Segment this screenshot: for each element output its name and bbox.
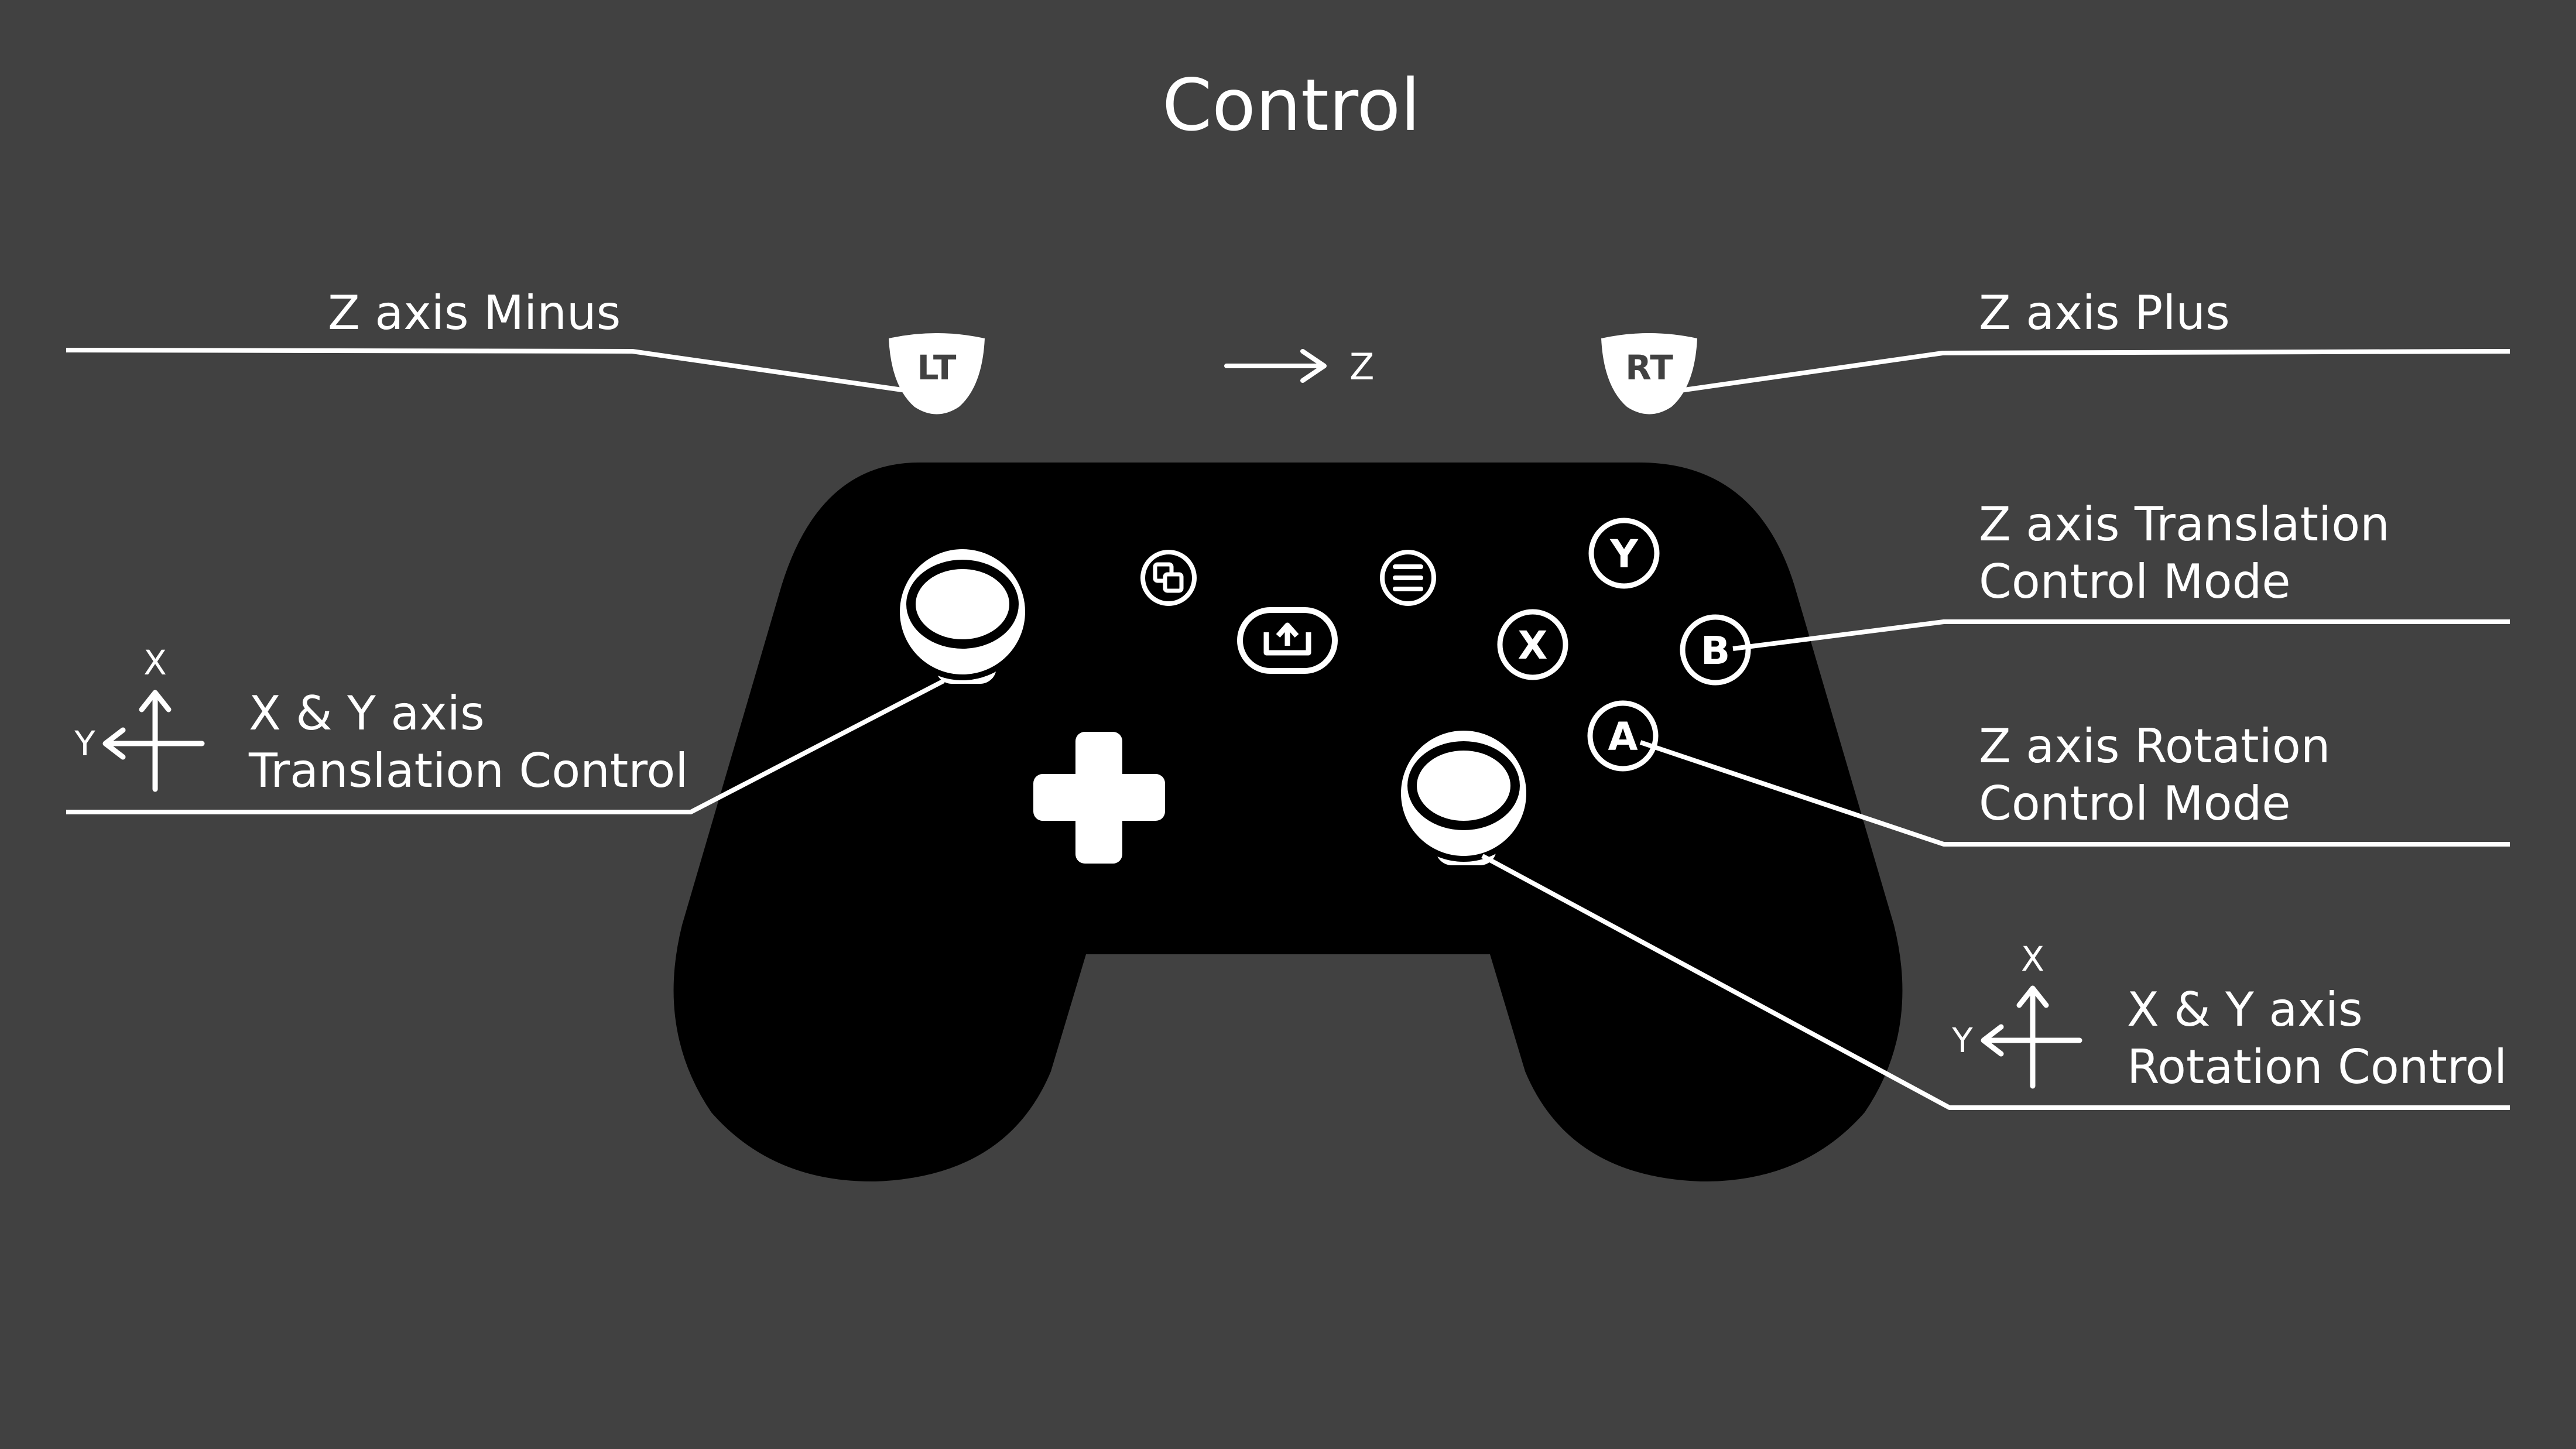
right-xy-axis-icon: [1981, 985, 2082, 1089]
label-xy-rotation-line2: Rotation Control: [2127, 1040, 2508, 1094]
x-button: X: [1497, 609, 1568, 680]
left-axis-x-label: X: [143, 643, 167, 683]
label-z-rotation-mode-line2: Control Mode: [1979, 776, 2291, 831]
b-button: B: [1680, 614, 1751, 686]
leader-z-minus: [66, 348, 907, 393]
label-z-translation-mode-line1: Z axis Translation: [1979, 497, 2390, 551]
x-button-label: X: [1518, 623, 1548, 668]
left-xy-axis-icon: [102, 690, 205, 792]
leader-z-rotation-mode: [1639, 740, 2510, 847]
lt-trigger: LT: [889, 333, 985, 415]
right-axis-y-label: Y: [1951, 1020, 1973, 1060]
label-z-plus: Z axis Plus: [1979, 286, 2230, 340]
left-thumbstick: [894, 543, 1031, 684]
rt-trigger: RT: [1601, 333, 1697, 415]
right-axis-x-label: X: [2021, 939, 2044, 979]
right-thumbstick: [1395, 725, 1532, 865]
y-button-label: Y: [1609, 532, 1639, 577]
a-button: A: [1587, 700, 1659, 772]
menu-button-icon: [1380, 550, 1436, 606]
lt-label: LT: [917, 348, 957, 388]
label-z-minus: Z axis Minus: [328, 286, 621, 340]
controller-body: [673, 463, 1903, 1182]
leader-z-translation-mode: [1732, 619, 2510, 651]
label-z-translation-mode-line2: Control Mode: [1979, 554, 2291, 609]
z-arrow-label: Z: [1349, 345, 1374, 388]
page-title: Control: [1162, 64, 1420, 147]
share-button-icon: [1237, 607, 1338, 674]
view-button-icon: [1140, 550, 1197, 606]
leader-z-plus: [1680, 349, 2510, 393]
y-button: Y: [1588, 518, 1660, 589]
left-axis-y-label: Y: [74, 724, 95, 763]
label-xy-rotation-line1: X & Y axis: [2127, 982, 2363, 1037]
z-direction-arrow: [1224, 349, 1327, 383]
rt-label: RT: [1625, 348, 1673, 388]
a-button-label: A: [1608, 714, 1638, 759]
dpad: [1033, 732, 1165, 864]
label-xy-translation-line2: Translation Control: [249, 744, 688, 798]
label-z-rotation-mode-line1: Z axis Rotation: [1979, 719, 2331, 773]
b-button-label: B: [1701, 628, 1730, 673]
label-xy-translation-line1: X & Y axis: [249, 686, 485, 741]
leader-xy-rotation: [1481, 854, 2510, 1110]
leader-xy-translation: [66, 679, 945, 814]
